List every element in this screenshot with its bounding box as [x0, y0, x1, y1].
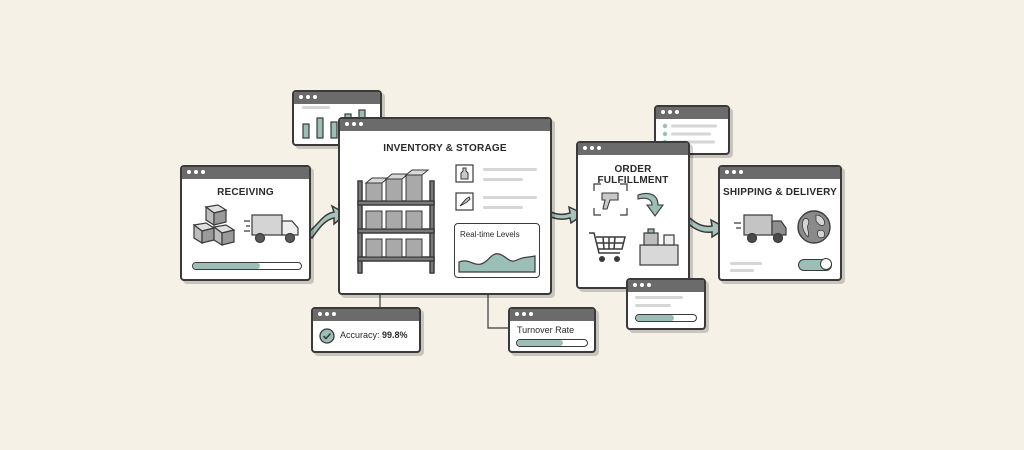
titlebar [720, 167, 840, 179]
shopping-cart-icon [589, 232, 626, 262]
titlebar [182, 167, 309, 179]
window-dots-icon [725, 170, 743, 174]
window-dots-icon [633, 283, 651, 287]
shipping-window: SHIPPING & DELIVERY [718, 165, 842, 281]
toggle-knob [820, 258, 832, 270]
placeholder-line [635, 296, 683, 299]
truck-icon [734, 214, 787, 244]
shelving-icon [357, 169, 435, 274]
turnover-progress-bar [516, 339, 588, 347]
titlebar [294, 92, 380, 104]
accuracy-label: Accuracy: [340, 330, 380, 340]
receiving-window: RECEIVING [180, 165, 311, 281]
fulfillment-detail-window [626, 278, 706, 330]
placeholder-line [302, 106, 330, 109]
shipping-title: SHIPPING & DELIVERY [722, 187, 837, 198]
placeholder-line [483, 196, 537, 199]
window-dots-icon [187, 170, 205, 174]
window-dots-icon [318, 312, 336, 316]
placeholder-line [730, 269, 754, 272]
placeholder-line [730, 262, 762, 265]
titlebar [510, 309, 594, 321]
placeholder-line [483, 206, 523, 209]
titlebar [340, 119, 550, 131]
inventory-window: INVENTORY & STORAGE Real-time Levels [338, 117, 552, 295]
titlebar [313, 309, 419, 321]
tool-icon [455, 192, 474, 211]
connector-turnover [487, 294, 510, 329]
fulfillment-title: ORDER FULFILLMENT [597, 164, 669, 186]
boxes-icon [192, 204, 236, 247]
accuracy-value: 99.8% [382, 330, 408, 340]
progress-fill [193, 263, 260, 269]
turnover-window: Turnover Rate [508, 307, 596, 353]
inventory-title: INVENTORY & STORAGE [383, 143, 507, 154]
progress-fill [517, 340, 564, 346]
window-dots-icon [583, 146, 601, 150]
barcode-scanner-icon [593, 183, 628, 216]
receiving-progress-bar [192, 262, 302, 270]
titlebar [656, 107, 728, 119]
check-circle-icon [319, 328, 335, 344]
receiving-title: RECEIVING [217, 187, 274, 198]
titlebar [578, 143, 688, 155]
bottle-icon [455, 164, 474, 183]
fulfillment-progress-bar [635, 314, 697, 322]
window-dots-icon [299, 95, 317, 99]
truck-icon [244, 214, 299, 244]
accuracy-text: Accuracy: 99.8% [340, 330, 408, 340]
curved-arrow-icon [637, 192, 665, 217]
realtime-levels-label: Real-time Levels [460, 230, 520, 239]
shipping-toggle[interactable] [798, 258, 832, 271]
accuracy-window: Accuracy: 99.8% [311, 307, 421, 353]
packing-station-icon [639, 228, 679, 266]
globe-icon [797, 210, 831, 244]
progress-fill [636, 315, 675, 321]
titlebar [628, 280, 704, 292]
placeholder-line [483, 178, 523, 181]
fulfillment-window: ORDER FULFILLMENT [576, 141, 690, 289]
window-dots-icon [661, 110, 679, 114]
realtime-levels-panel: Real-time Levels [454, 223, 540, 278]
turnover-label: Turnover Rate [517, 325, 575, 335]
placeholder-line [483, 168, 537, 171]
window-dots-icon [515, 312, 533, 316]
levels-area-chart [458, 253, 536, 273]
window-dots-icon [345, 122, 363, 126]
placeholder-line [635, 304, 671, 307]
